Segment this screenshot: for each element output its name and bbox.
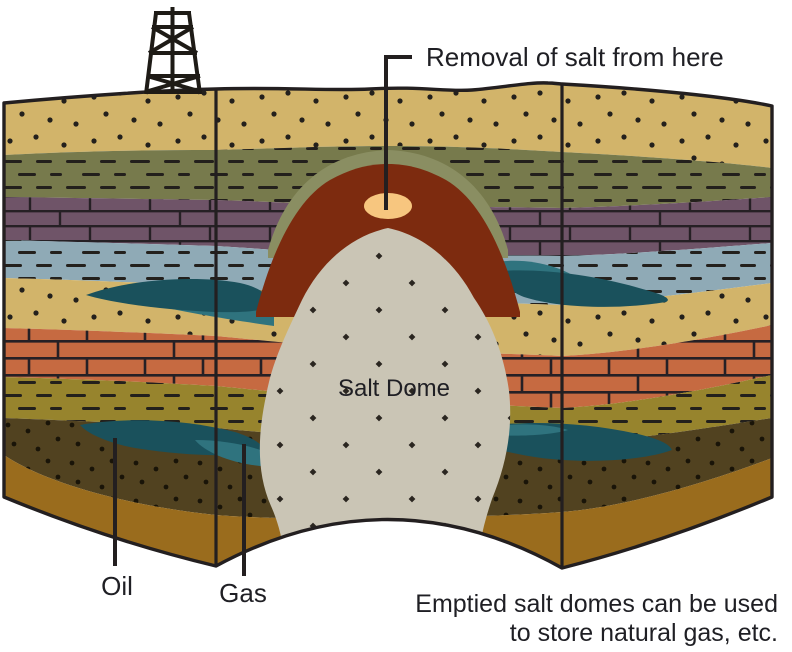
gas-label: Gas <box>219 578 267 608</box>
salt-dome-label: Salt Dome <box>338 375 450 402</box>
removal-leader-line <box>384 55 412 210</box>
removal-label: Removal of salt from here <box>426 42 724 72</box>
derrick-x-braces <box>144 25 203 94</box>
salt-dome-texture <box>259 228 511 562</box>
caption-line-2: to store natural gas, etc. <box>510 619 778 647</box>
oil-deposit-upper-right <box>500 270 668 307</box>
caption-line-1: Emptied salt domes can be used <box>415 590 778 618</box>
block-outline <box>2 81 774 570</box>
oil-derrick <box>144 7 203 95</box>
oil-deposit-upper-left <box>86 279 272 313</box>
oil-label: Oil <box>101 571 133 601</box>
derrick-rails <box>145 11 202 94</box>
